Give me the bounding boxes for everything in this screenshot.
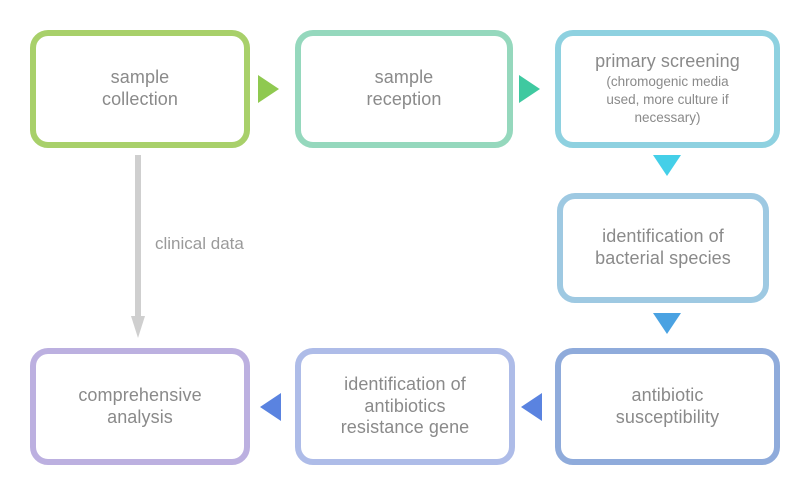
arrow-down-icon-species-to-susceptibility: [653, 313, 681, 334]
node-identification-of-antibiotics-resistance-gene[interactable]: identification of antibiotics resistance…: [295, 348, 515, 465]
node-label-line2: analysis: [107, 406, 173, 427]
node-label-line1: identification of: [602, 226, 724, 247]
node-label-line2: reception: [366, 89, 442, 109]
connector-shaft: [135, 155, 141, 318]
node-label-line1: comprehensive: [78, 384, 202, 405]
node-label-sub-line1: (chromogenic media: [606, 74, 729, 90]
node-primary-screening[interactable]: primary screening (chromogenic media use…: [555, 30, 780, 148]
node-label-line2: susceptibility: [615, 406, 720, 427]
arrow-down-icon-collection-to-analysis: [131, 155, 145, 340]
node-label-line2: bacterial species: [595, 248, 731, 268]
arrow-right-icon-collection-to-reception: [258, 75, 279, 103]
node-label-sub-line3: necessary): [634, 109, 701, 125]
node-label-line1: antibiotic: [631, 384, 704, 405]
arrow-left-icon-gene-to-analysis: [260, 393, 281, 421]
node-antibiotic-susceptibility[interactable]: antibiotic susceptibility: [555, 348, 780, 465]
node-label-line2: antibiotics: [364, 395, 446, 416]
connector-arrowhead: [131, 316, 145, 338]
arrow-right-icon-reception-to-screening: [519, 75, 540, 103]
arrow-left-icon-susceptibility-to-gene: [521, 393, 542, 421]
node-label-line1: sample: [374, 67, 434, 88]
node-comprehensive-analysis[interactable]: comprehensive analysis: [30, 348, 250, 465]
node-label-line1: identification of: [344, 373, 466, 394]
node-label-line1: sample: [110, 67, 170, 88]
node-label-sub-line2: used, more culture if: [606, 92, 729, 108]
node-sample-collection[interactable]: sample collection: [30, 30, 250, 148]
node-identification-of-bacterial-species[interactable]: identification of bacterial species: [557, 193, 769, 303]
node-label-line3: resistance gene: [340, 417, 470, 438]
connector-label-clinical-data: clinical data: [155, 234, 244, 253]
arrow-down-icon-screening-to-species: [653, 155, 681, 176]
node-sample-reception[interactable]: sample reception: [295, 30, 513, 148]
node-label-line2: collection: [101, 89, 179, 109]
node-label-main: primary screening: [595, 51, 740, 72]
